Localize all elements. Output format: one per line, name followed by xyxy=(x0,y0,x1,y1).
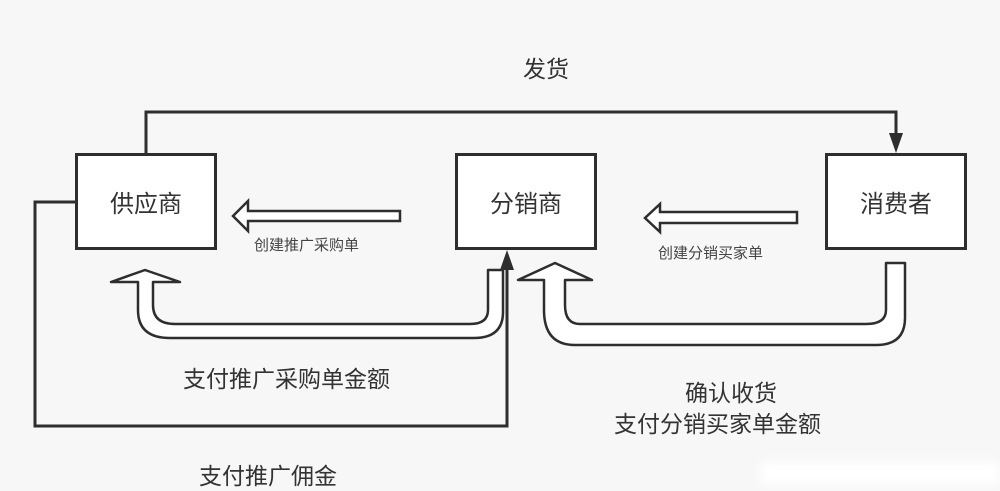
commission-connector xyxy=(33,200,514,428)
pay-promo-po-label: 支付推广采购单金额 xyxy=(183,367,390,393)
node-distributor-label: 分销商 xyxy=(490,190,562,218)
ship-label: 发货 xyxy=(523,57,569,83)
pay-promo-po-u-arrow xyxy=(109,268,505,340)
commission-arrowhead xyxy=(500,250,514,270)
node-consumer[interactable]: 消费者 xyxy=(825,153,967,250)
pay-dist-order-label: 支付分销买家单金额 xyxy=(614,412,821,438)
pay-dist-order-u-arrow xyxy=(516,261,907,347)
node-supplier-label: 供应商 xyxy=(110,190,182,218)
create-dist-order-arrow xyxy=(643,201,799,235)
node-supplier[interactable]: 供应商 xyxy=(75,153,217,250)
watermark-area xyxy=(760,462,1000,485)
create-dist-order-label: 创建分销买家单 xyxy=(658,244,764,262)
ship-arrowhead xyxy=(889,133,903,153)
create-promo-po-label: 创建推广采购单 xyxy=(254,236,360,254)
confirm-receipt-label: 确认收货 xyxy=(685,381,777,407)
pay-commission-label: 支付推广佣金 xyxy=(199,464,337,490)
ship-connector xyxy=(144,110,903,154)
node-consumer-label: 消费者 xyxy=(860,190,932,218)
node-distributor[interactable]: 分销商 xyxy=(455,153,597,250)
create-promo-po-arrow xyxy=(231,197,402,235)
